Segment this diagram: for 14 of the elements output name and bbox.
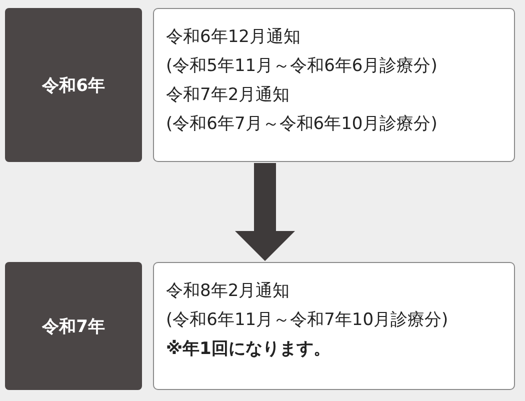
year-label: 令和6年 — [42, 74, 105, 96]
year-label: 令和7年 — [42, 316, 105, 338]
year-box — [5, 8, 142, 162]
notice-text: 令和7年2月通知 — [166, 84, 291, 107]
period-text: (令和5年11月～令和6年6月診療分) — [166, 55, 438, 78]
down-arrow — [235, 163, 295, 261]
year-box — [5, 262, 142, 390]
note-text: ※年1回になります。 — [166, 338, 332, 361]
period-text: (令和6年7月～令和6年10月診療分) — [166, 113, 438, 136]
notice-box — [153, 262, 515, 390]
period-text: (令和6年11月～令和7年10月診療分) — [166, 309, 450, 332]
notice-box — [153, 8, 515, 162]
notice-text: 令和6年12月通知 — [166, 26, 302, 49]
notice-text: 令和8年2月通知 — [166, 280, 291, 303]
